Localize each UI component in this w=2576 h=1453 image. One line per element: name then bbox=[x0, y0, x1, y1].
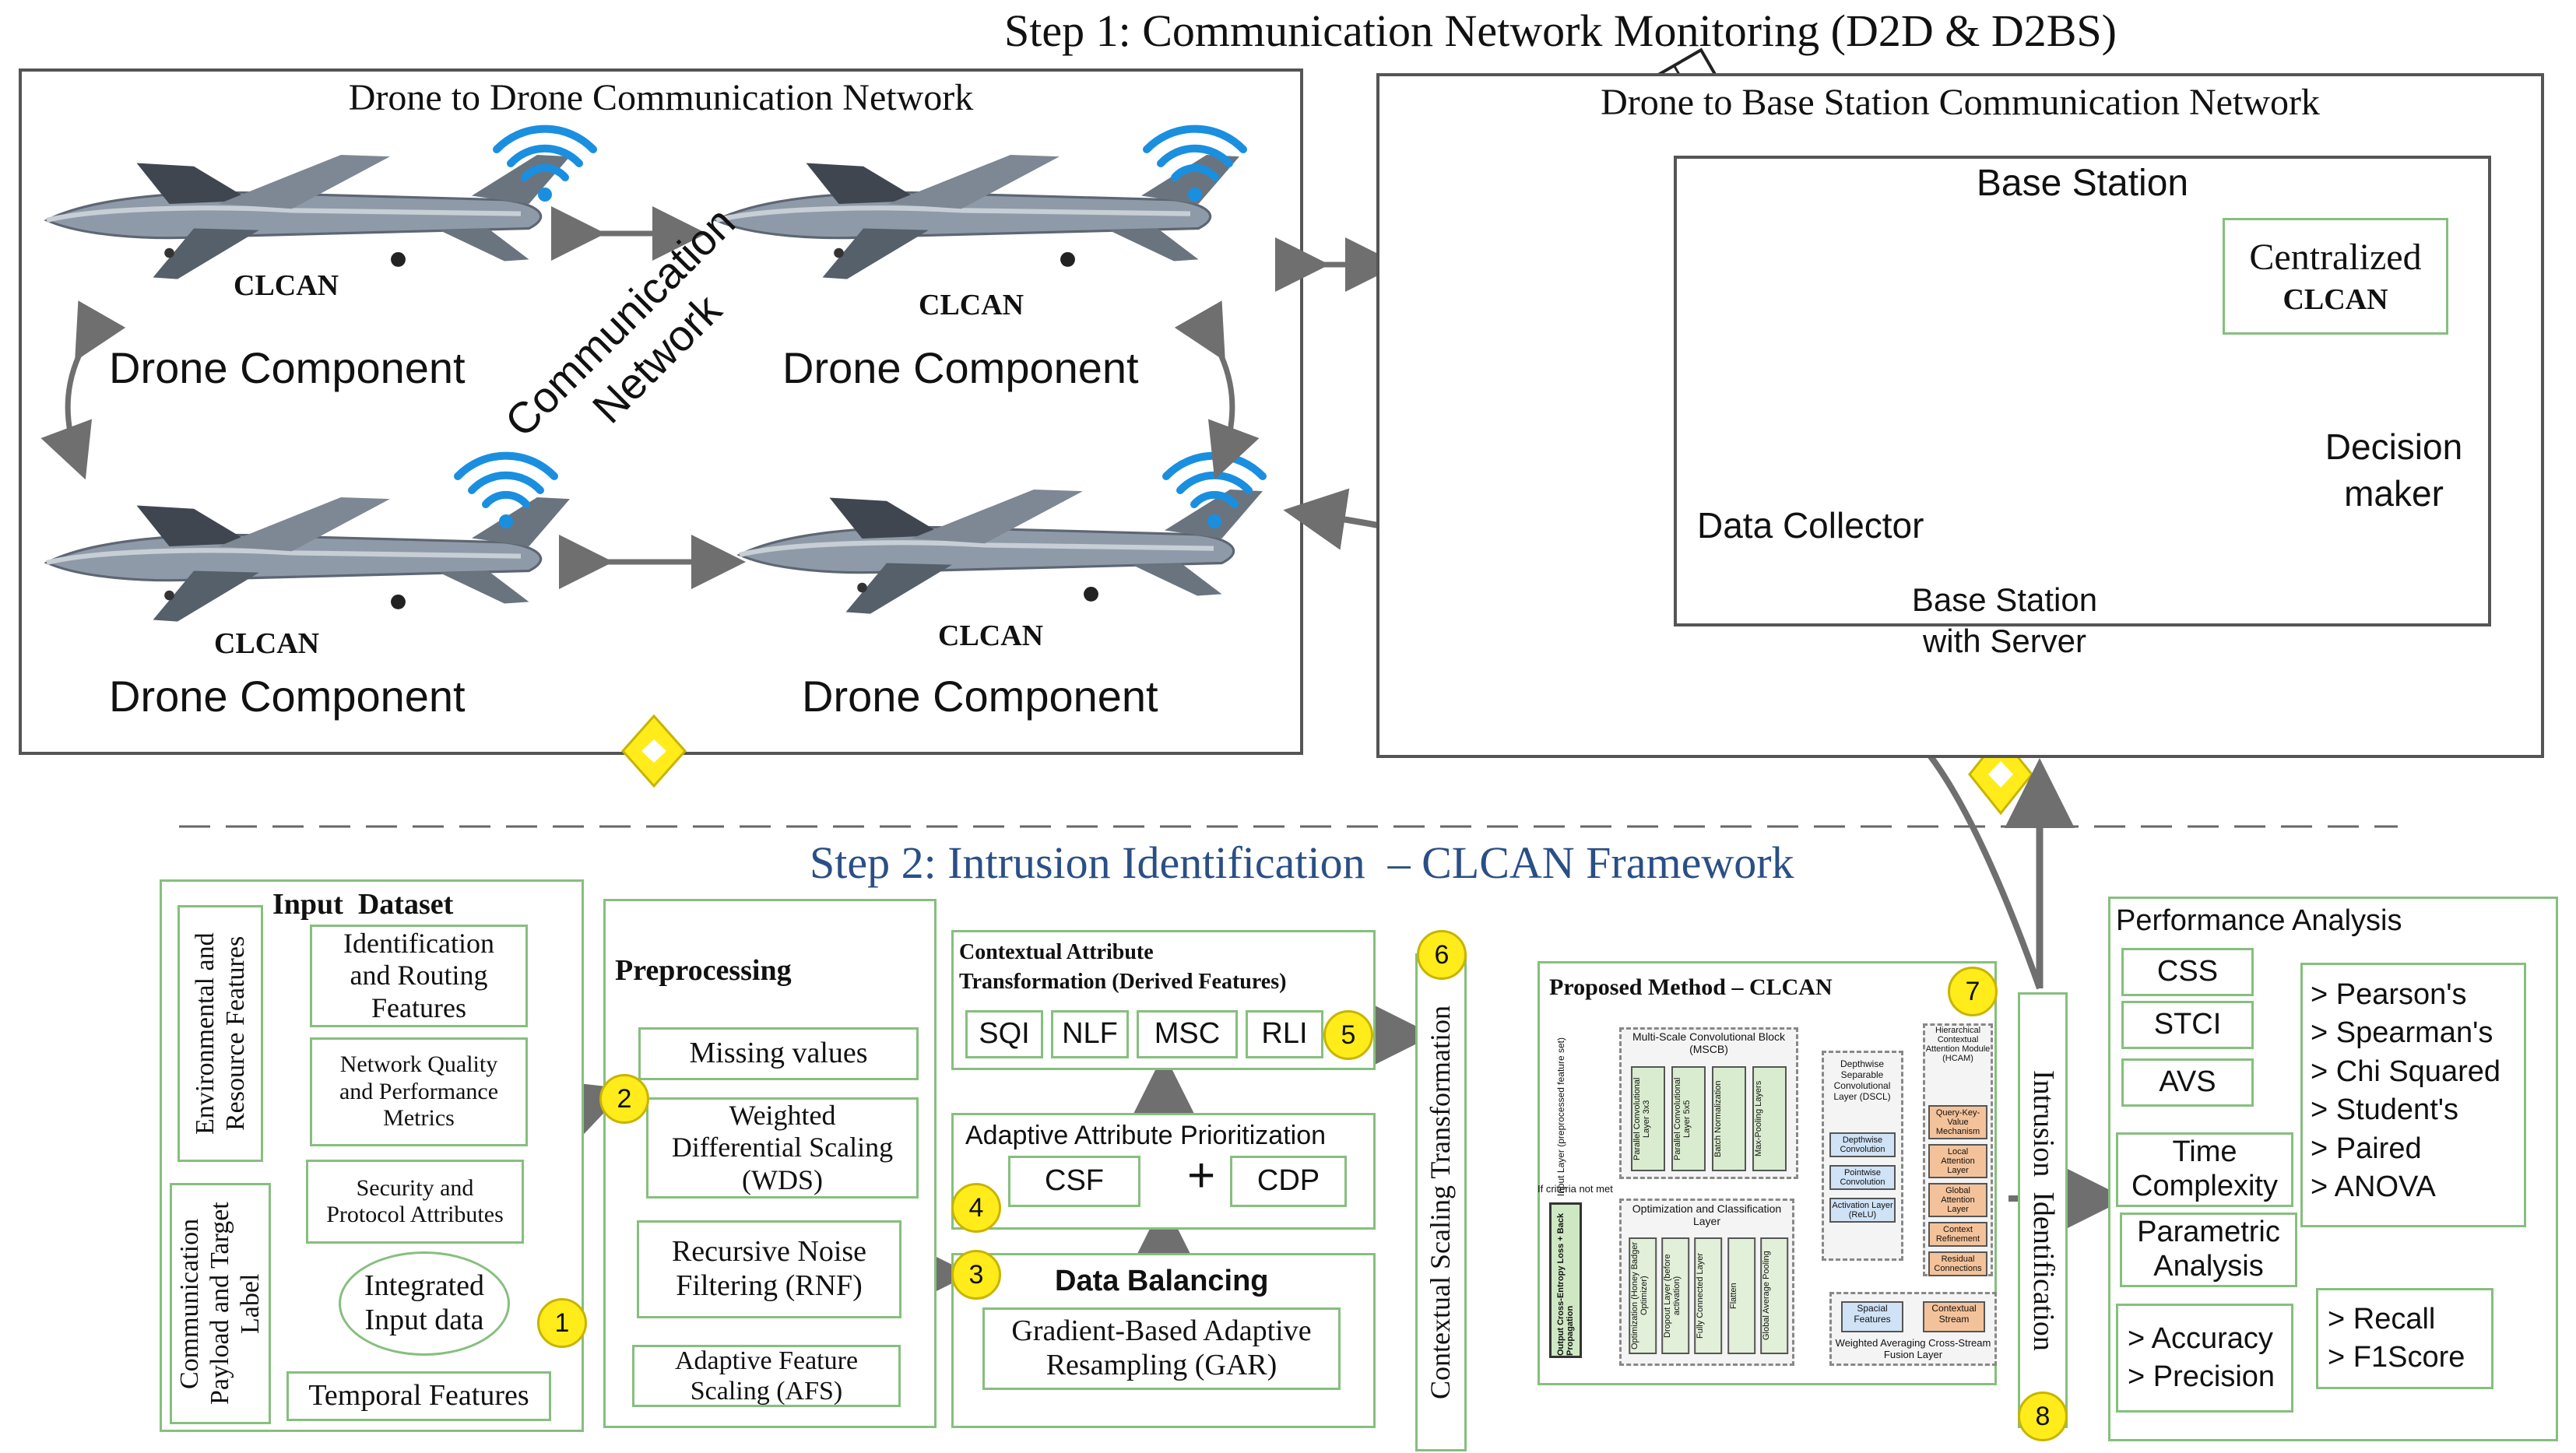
recall-f1-box: > Recall > F1Score bbox=[2316, 1288, 2493, 1389]
wifi-icon bbox=[1166, 456, 1263, 528]
server-label: Base Station with Server bbox=[1911, 581, 2098, 659]
layer-block: Pointwise Convolution bbox=[1829, 1165, 1896, 1190]
afs-box: Adaptive Feature Scaling (AFS) bbox=[632, 1345, 901, 1407]
env-features-box: Environmental and Resource Features bbox=[177, 905, 263, 1162]
drone-tag: CLCAN bbox=[938, 619, 1044, 652]
layer-block: Max-Pooling Layers bbox=[1752, 1066, 1787, 1171]
ocl-title: Optimization and Classification Layer bbox=[1632, 1202, 1782, 1227]
layer-block: Activation Layer (ReLU) bbox=[1829, 1198, 1896, 1223]
time-complexity-box: Time Complexity bbox=[2116, 1132, 2293, 1207]
contextual-stream-box: Contextual Stream bbox=[1923, 1301, 1985, 1332]
drone-icon bbox=[740, 490, 1263, 614]
gar-box: Gradient-Based Adaptive Resampling (GAR) bbox=[982, 1307, 1341, 1390]
missing-values-box: Missing values bbox=[638, 1027, 919, 1080]
layer-block: Context Refinement bbox=[1928, 1222, 1987, 1247]
layer-block: Flatten bbox=[1727, 1237, 1755, 1354]
statistical-tests-box: > Pearson's > Spearman's > Chi Squared >… bbox=[2300, 963, 2526, 1227]
drone-tag: CLCAN bbox=[234, 269, 339, 302]
input-layer-label: Input Layer (preprocessed feature set) bbox=[1555, 1037, 1566, 1197]
layer-block: Optimization (Honey Badger Optimizer) bbox=[1629, 1237, 1657, 1354]
layer-block: Batch Normalization bbox=[1712, 1066, 1746, 1171]
layer-block: Fully Connected Layer bbox=[1694, 1237, 1723, 1354]
aap-title: Adaptive Attribute Prioritization bbox=[965, 1121, 1327, 1150]
parametric-analysis-box: Parametric Analysis bbox=[2120, 1213, 2297, 1287]
drone-icon bbox=[716, 155, 1239, 279]
hcam-title: Hierarchical Contextual Attention Module… bbox=[1925, 1026, 1991, 1063]
cat-item-msc: MSC bbox=[1137, 1010, 1238, 1058]
security-protocol-box: Security and Protocol Attributes bbox=[306, 1160, 524, 1244]
decision-maker-label: Decision maker bbox=[2325, 426, 2463, 514]
d2d-network-panel bbox=[19, 68, 1303, 755]
layer-block: Residual Connections bbox=[1928, 1251, 1987, 1276]
drone-label: Drone Component bbox=[109, 343, 466, 392]
drone-tag: CLCAN bbox=[919, 289, 1024, 321]
step-badge-1: 1 bbox=[537, 1298, 587, 1348]
layer-block: Dropout Layer (before activation) bbox=[1661, 1237, 1690, 1354]
layer-block: Query-Key-Value Mechanism bbox=[1928, 1105, 1987, 1139]
output-box: Output Cross-Entropy Loss + Back Propaga… bbox=[1549, 1202, 1582, 1358]
cat-item-rli: RLI bbox=[1246, 1010, 1323, 1058]
integrated-input-ellipse: Integrated Input data bbox=[339, 1251, 510, 1356]
cat-item-sqi: SQI bbox=[965, 1010, 1043, 1058]
connector-diamond-left bbox=[620, 714, 687, 788]
data-collector-label: Data Collector bbox=[1697, 505, 1924, 546]
rnf-box: Recursive Noise Filtering (RNF) bbox=[637, 1220, 901, 1318]
ocl-items: Optimization (Honey Badger Optimizer)Dro… bbox=[1629, 1237, 1789, 1354]
layer-block: Parallel Convolutional Layer 5x5 bbox=[1671, 1066, 1706, 1171]
intrusion-identification-box: Intrusion Identification bbox=[2018, 992, 2068, 1428]
fusion-title: Weighted Averaging Cross-Stream Fusion L… bbox=[1835, 1337, 1991, 1360]
preprocessing-title: Preprocessing bbox=[615, 954, 792, 987]
layer-block: Parallel Convolutional Layer 3x3 bbox=[1631, 1066, 1665, 1171]
drone-icon bbox=[47, 497, 570, 622]
layer-block: Global Average Pooling bbox=[1759, 1237, 1789, 1354]
base-station-title: Base Station bbox=[1976, 163, 2189, 204]
input-dataset-title: Input Dataset bbox=[272, 888, 454, 921]
d2bs-title: Drone to Base Station Communication Netw… bbox=[1601, 82, 2320, 123]
metric-stci: STCI bbox=[2121, 1001, 2254, 1049]
step-badge-4: 4 bbox=[951, 1183, 1001, 1233]
step-badge-5: 5 bbox=[1323, 1010, 1373, 1060]
performance-title: Performance Analysis bbox=[2116, 904, 2402, 937]
temporal-features-box: Temporal Features bbox=[286, 1371, 551, 1421]
contextual-attribute-title: Contextual Attribute Transformation (Der… bbox=[959, 940, 1287, 994]
drone-icon bbox=[47, 155, 570, 279]
proposed-method-title: Proposed Method – CLCAN bbox=[1549, 974, 1833, 1000]
drone-label: Drone Component bbox=[782, 343, 1139, 392]
network-quality-box: Network Quality and Performance Metrics bbox=[310, 1037, 528, 1146]
comm-payload-box: Communication Payload and Target Label bbox=[170, 1183, 271, 1424]
step1-title: Step 1: Communication Network Monitoring… bbox=[1004, 5, 2117, 56]
step-badge-2: 2 bbox=[599, 1074, 649, 1124]
metric-avs: AVS bbox=[2121, 1058, 2254, 1107]
drone-label: Drone Component bbox=[802, 672, 1158, 721]
step-badge-3: 3 bbox=[951, 1250, 1001, 1300]
mscb-title: Multi-Scale Convolutional Block (MSCB) bbox=[1632, 1030, 1786, 1055]
step-badge-6: 6 bbox=[1417, 930, 1467, 980]
spatial-features-box: Spacial Features bbox=[1841, 1301, 1903, 1332]
identification-routing-box: Identification and Routing Features bbox=[310, 925, 528, 1027]
step-badge-8: 8 bbox=[2018, 1392, 2068, 1441]
cdp-box: CDP bbox=[1230, 1156, 1347, 1207]
centralized-clcan-box: Centralized CLCAN bbox=[2223, 218, 2448, 335]
step2-title: Step 2: Intrusion Identification – CLCAN… bbox=[810, 837, 1794, 888]
criteria-label: If criteria not met bbox=[1538, 1183, 1613, 1195]
cat-item-nlf: NLF bbox=[1051, 1010, 1129, 1058]
plus-sign: + bbox=[1187, 1149, 1216, 1202]
csf-box: CSF bbox=[1008, 1156, 1140, 1207]
drone-label: Drone Component bbox=[109, 672, 466, 721]
layer-block: Global Attention Layer bbox=[1928, 1183, 1987, 1217]
contextual-scaling-box: Contextual Scaling Transformation bbox=[1415, 953, 1467, 1451]
wds-box: Weighted Differential Scaling (WDS) bbox=[646, 1097, 919, 1199]
d2d-title: Drone to Drone Communication Network bbox=[348, 77, 974, 118]
drone-tag: CLCAN bbox=[214, 627, 320, 660]
layer-block: Local Attention Layer bbox=[1928, 1144, 1987, 1178]
metric-css: CSS bbox=[2121, 948, 2254, 996]
dscl-title: Depthwise Separable Convolutional Layer … bbox=[1833, 1058, 1891, 1102]
step-badge-7: 7 bbox=[1948, 967, 1998, 1016]
layer-block: Depthwise Convolution bbox=[1829, 1132, 1896, 1157]
accuracy-precision-box: > Accuracy > Precision bbox=[2116, 1304, 2293, 1413]
data-balancing-title: Data Balancing bbox=[1055, 1265, 1269, 1297]
